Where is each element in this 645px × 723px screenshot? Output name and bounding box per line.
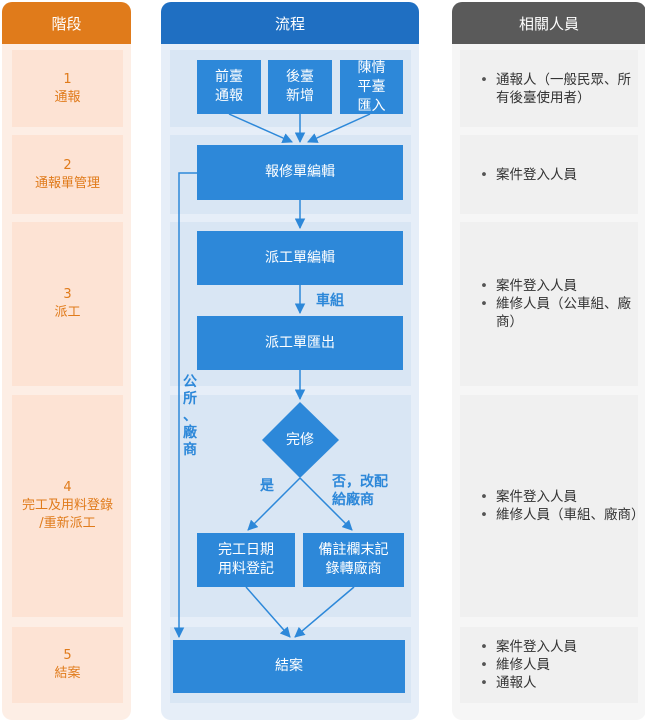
people-list: 案件登入人員 維修人員（公車組、廠商） xyxy=(480,277,638,331)
decision-label-wrap: 完修 xyxy=(270,428,330,452)
box-label: 派工單匯出 xyxy=(265,334,335,351)
stage-cell-1: 1 通報 xyxy=(12,50,123,127)
arrow-decision-no xyxy=(299,477,353,531)
box-label: 結案 xyxy=(275,658,303,674)
people-list: 通報人（一般民眾、所有後臺使用者） xyxy=(480,71,638,107)
box-label: 前臺 通報 xyxy=(215,69,243,104)
process-header: 流程 xyxy=(161,2,419,44)
stage-number: 1 xyxy=(63,71,72,87)
box-label: 陳情 平臺 匯入 xyxy=(357,59,386,114)
office-vendor-char: 商 xyxy=(183,442,197,458)
box-label: 報修單編輯 xyxy=(265,164,335,180)
box-label: 完工日期 用料登記 xyxy=(218,542,274,577)
arrow-front-to-report xyxy=(228,113,293,143)
stage-name: 結案 xyxy=(54,666,81,681)
box-label: 派工單編輯 xyxy=(265,249,335,266)
people-item: 案件登入人員 xyxy=(480,488,638,506)
stage-name: 通報單管理 xyxy=(34,175,100,191)
office-vendor-label: 公 所 、 廠 商 xyxy=(182,374,198,459)
people-cell-2: 案件登入人員 xyxy=(460,135,638,214)
people-cell-5: 案件登入人員 維修人員 通報人 xyxy=(460,627,638,703)
people-list: 案件登入人員 維修人員 通報人 xyxy=(480,638,577,692)
front-desk-report-box: 前臺 通報 xyxy=(197,60,261,114)
dispatch-export-box: 派工單匯出 xyxy=(197,316,403,370)
stage-name: 通報 xyxy=(54,89,81,105)
people-item: 通報人（一般民眾、所有後臺使用者） xyxy=(480,71,638,107)
stage-name: 派工 xyxy=(54,305,81,320)
office-vendor-char: 公 xyxy=(183,374,197,390)
stage-number: 5 xyxy=(63,648,72,663)
office-vendor-char: 、 xyxy=(183,408,197,424)
people-list: 案件登入人員 xyxy=(480,166,577,184)
stage-number: 2 xyxy=(63,157,72,173)
people-cell-4: 案件登入人員 維修人員（車組、廠商） xyxy=(460,395,645,617)
completion-record-box: 完工日期 用料登記 xyxy=(197,533,295,587)
people-cell-3: 案件登入人員 維修人員（公車組、廠商） xyxy=(460,222,638,386)
stage-number: 4 xyxy=(63,480,72,495)
box-label: 備註欄末記 錄轉廠商 xyxy=(318,542,389,577)
no-label: 否，改配 給廠商 xyxy=(332,474,388,508)
office-vendor-char: 所 xyxy=(183,391,197,407)
stage-cell-5: 5 結案 xyxy=(12,627,123,703)
stage-cell-4: 4 完工及用料登錄 /重新派工 xyxy=(12,395,123,617)
yes-label: 是 xyxy=(260,478,274,494)
vehicle-team-label: 車組 xyxy=(316,293,344,309)
back-desk-add-box: 後臺 新增 xyxy=(268,60,332,114)
report-edit-box: 報修單編輯 xyxy=(197,145,403,200)
stage-number: 3 xyxy=(63,287,72,302)
arrow-petition-to-report xyxy=(307,113,371,143)
people-item: 案件登入人員 xyxy=(480,277,638,295)
decision-label: 完修 xyxy=(286,431,314,448)
arrow-remark-to-close xyxy=(294,586,355,638)
stage-name: 完工及用料登錄 /重新派工 xyxy=(21,498,113,531)
people-header: 相關人員 xyxy=(452,2,645,44)
stage-cell-2: 2 通報單管理 xyxy=(12,135,123,214)
close-case-box: 結案 xyxy=(173,640,405,693)
people-item: 維修人員（公車組、廠商） xyxy=(480,295,638,331)
dispatch-edit-box: 派工單編輯 xyxy=(197,231,403,285)
stage-header: 階段 xyxy=(2,2,131,44)
people-cell-1: 通報人（一般民眾、所有後臺使用者） xyxy=(460,50,638,127)
people-item: 通報人 xyxy=(480,674,577,692)
arrow-completion-to-close xyxy=(245,586,291,638)
remark-transfer-box: 備註欄末記 錄轉廠商 xyxy=(303,533,404,587)
people-item: 案件登入人員 xyxy=(480,638,577,656)
arrow-bypass-to-close xyxy=(173,172,197,639)
petition-import-box: 陳情 平臺 匯入 xyxy=(340,60,403,114)
stage-cell-3: 3 派工 xyxy=(12,222,123,386)
people-item: 維修人員（車組、廠商） xyxy=(480,506,645,524)
people-item: 維修人員 xyxy=(480,656,577,674)
arrow-decision-yes xyxy=(247,477,301,531)
office-vendor-char: 廠 xyxy=(183,425,197,441)
box-label: 後臺 新增 xyxy=(286,69,314,104)
people-item: 案件登入人員 xyxy=(480,166,577,184)
people-list: 案件登入人員 維修人員（車組、廠商） xyxy=(480,488,645,524)
